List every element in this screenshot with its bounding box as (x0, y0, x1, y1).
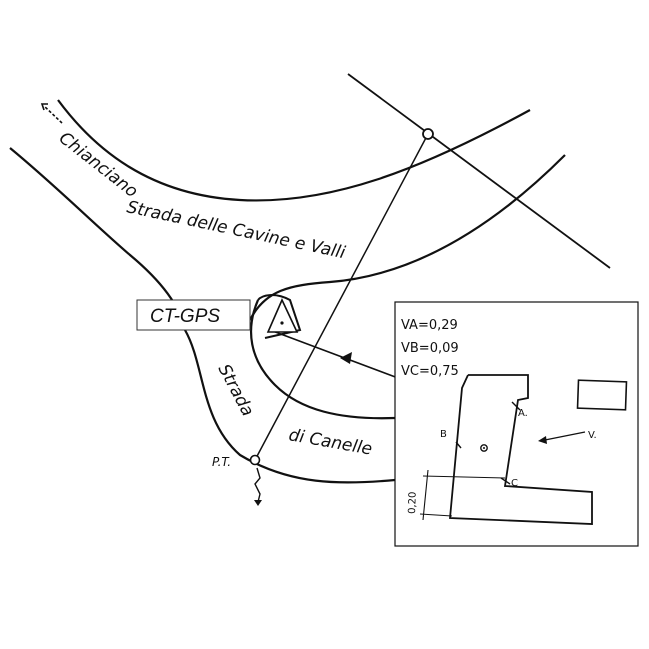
inset-panel (394, 301, 639, 547)
corner-marker-c (500, 477, 511, 485)
pointer-arrowhead-icon (340, 352, 352, 364)
ground-arrow-icon (254, 467, 262, 506)
dimension-line-1 (422, 475, 506, 479)
value-vc: VC=0,75 (401, 364, 459, 379)
pt-point-circle (249, 454, 261, 466)
dimension-label: 0,20 (407, 491, 419, 514)
small-building (576, 379, 628, 411)
label-a: A. (518, 408, 528, 419)
value-vb: VB=0,09 (401, 341, 459, 356)
road-edge-canelle-outer (184, 329, 396, 484)
label-b: B (440, 429, 447, 440)
value-va: VA=0,29 (401, 318, 458, 333)
label-c: C (511, 478, 518, 489)
road-edge-upper-outer (57, 99, 531, 202)
target-point-dot (483, 447, 485, 449)
corner-marker-b (455, 441, 462, 449)
corner-marker-a (511, 401, 521, 411)
vector-v-arrowhead-icon (538, 436, 547, 444)
label-chianciano: Chianciano (55, 128, 142, 202)
ct-gps-box (136, 299, 251, 331)
triangle-marker-icon (266, 298, 299, 333)
reference-line-diagonal (347, 73, 611, 269)
reference-point-circle (422, 128, 434, 140)
road-edge-cavine-south (249, 154, 566, 321)
label-strada-canelle-2: di Canelle (287, 425, 374, 459)
label-v: V. (588, 430, 597, 441)
ct-gps-label: CT-GPS (150, 306, 220, 327)
building-outline (449, 374, 593, 525)
label-strada-canelle-1: Strada (214, 361, 258, 420)
vector-v-line (539, 431, 586, 442)
dimension-line-2 (419, 513, 453, 517)
alignment-line (254, 133, 429, 461)
pt-label: P.T. (212, 455, 231, 469)
direction-arrow-icon (40, 103, 63, 124)
road-edge-canelle-tip (257, 294, 302, 339)
road-edge-canelle-inner (250, 299, 396, 420)
label-strada-cavine: Strada delle Cavine e Valli (125, 197, 347, 263)
dimension-line-3 (422, 469, 429, 521)
triangle-dot (280, 321, 284, 325)
pointer-line (269, 329, 399, 379)
